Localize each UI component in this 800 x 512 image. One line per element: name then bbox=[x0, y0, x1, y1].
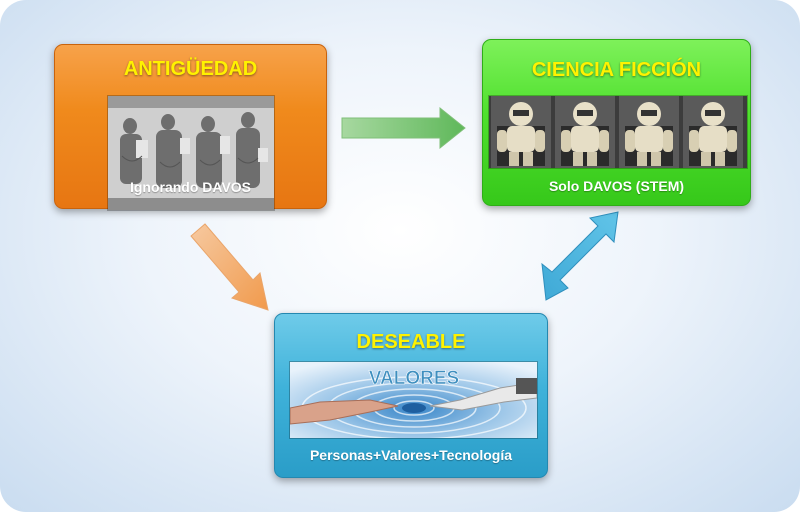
title-deseable: DESEABLE bbox=[356, 331, 466, 353]
caption-antiguedad: Ignorando DAVOS bbox=[129, 179, 252, 195]
values-image-text: VALORES bbox=[369, 368, 459, 389]
robots-image bbox=[488, 95, 748, 169]
box-deseable: DESEABLE bbox=[274, 313, 548, 478]
caption-ciencia-ficcion: Solo DAVOS (STEM) bbox=[548, 178, 685, 194]
arrow-antiguedad-to-deseable bbox=[190, 223, 269, 311]
caption-deseable: Personas+Valores+Tecnología bbox=[309, 447, 513, 463]
box-ciencia-ficcion: CIENCIA FICCIÓN Sol bbox=[482, 39, 751, 206]
title-antiguedad: ANTIGÜEDAD bbox=[123, 58, 258, 80]
relief-image bbox=[107, 95, 275, 211]
arrow-antiguedad-to-ciencia bbox=[341, 106, 466, 150]
title-ciencia-ficcion: CIENCIA FICCIÓN bbox=[531, 59, 702, 81]
box-antiguedad: ANTIGÜEDAD bbox=[54, 44, 327, 211]
values-image: VALORES bbox=[289, 361, 538, 439]
arrow-deseable-ciencia-double bbox=[541, 211, 619, 301]
